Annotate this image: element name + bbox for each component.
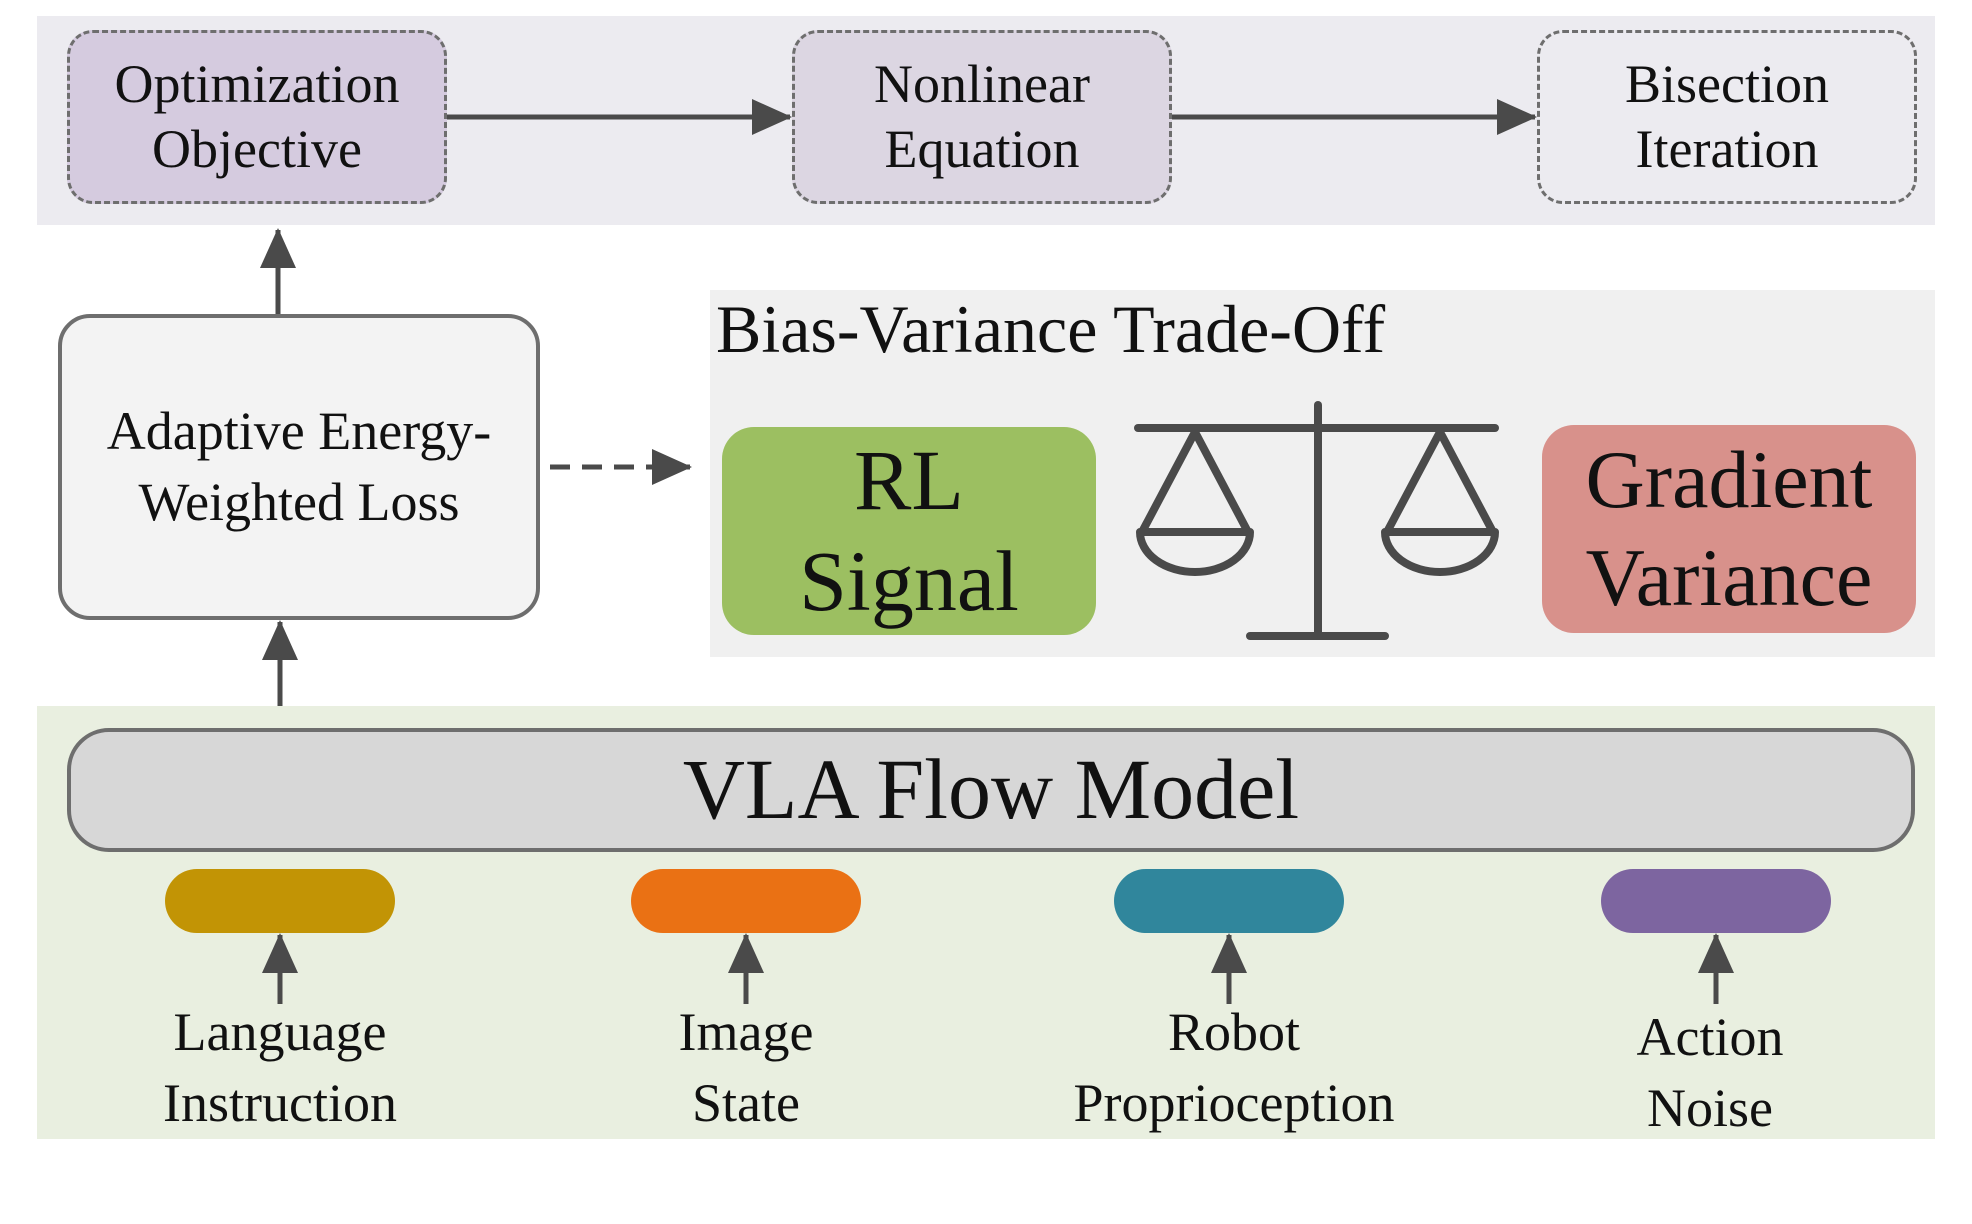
bias-variance-title: Bias-Variance Trade-Off xyxy=(716,291,1386,367)
loss-line-2: Weighted Loss xyxy=(138,472,460,532)
bisection-iteration-box: Bisection Iteration xyxy=(1537,30,1917,204)
action-noise-line-1: Action xyxy=(1636,1007,1784,1067)
bisection-iteration-line-1: Bisection xyxy=(1625,54,1829,115)
optimization-objective-line-1: Optimization xyxy=(114,54,400,115)
language-instruction-line-2: Instruction xyxy=(163,1073,397,1134)
nonlinear-equation-box: Nonlinear Equation xyxy=(792,30,1172,204)
image-state-label: Image State xyxy=(546,997,946,1140)
action-noise-line-2: Noise xyxy=(1647,1078,1773,1139)
robot-proprioception-line-2: Proprioception xyxy=(1073,1073,1395,1134)
gradient-variance-box: Gradient Variance xyxy=(1542,425,1916,633)
vla-flow-model-bar: VLA Flow Model xyxy=(67,728,1915,852)
bisection-iteration-line-2: Iteration xyxy=(1635,119,1819,179)
loss-line-1: Adaptive Energy- xyxy=(106,400,492,461)
nonlinear-equation-line-2: Equation xyxy=(884,119,1080,179)
robot-proprioception-line-1: Robot xyxy=(1167,1002,1301,1062)
image-state-line-2: State xyxy=(692,1073,800,1134)
rl-signal-line-1: RL xyxy=(854,431,964,528)
rl-signal-box: RL Signal xyxy=(722,427,1096,635)
balance-scale-icon xyxy=(1134,401,1499,640)
robot-proprioception-label: Robot Proprioception xyxy=(1034,997,1434,1140)
language-instruction-token xyxy=(165,869,395,933)
adaptive-energy-weighted-loss-box: Adaptive Energy- Weighted Loss xyxy=(58,314,540,620)
optimization-objective-line-2: Objective xyxy=(152,119,362,179)
language-instruction-line-1: Language xyxy=(173,1002,387,1062)
gradient-variance-line-1: Gradient xyxy=(1585,433,1873,525)
vla-flow-model-label: VLA Flow Model xyxy=(682,741,1300,838)
action-noise-label: Action Noise xyxy=(1510,1002,1910,1145)
gradient-variance-line-2: Variance xyxy=(1585,532,1873,623)
robot-proprioception-token xyxy=(1114,869,1344,933)
language-instruction-label: Language Instruction xyxy=(80,997,480,1140)
nonlinear-equation-line-1: Nonlinear xyxy=(874,54,1090,115)
rl-signal-line-2: Signal xyxy=(799,533,1019,629)
image-state-line-1: Image xyxy=(678,1002,814,1062)
image-state-token xyxy=(631,869,861,933)
optimization-objective-box: Optimization Objective xyxy=(67,30,447,204)
action-noise-token xyxy=(1601,869,1831,933)
